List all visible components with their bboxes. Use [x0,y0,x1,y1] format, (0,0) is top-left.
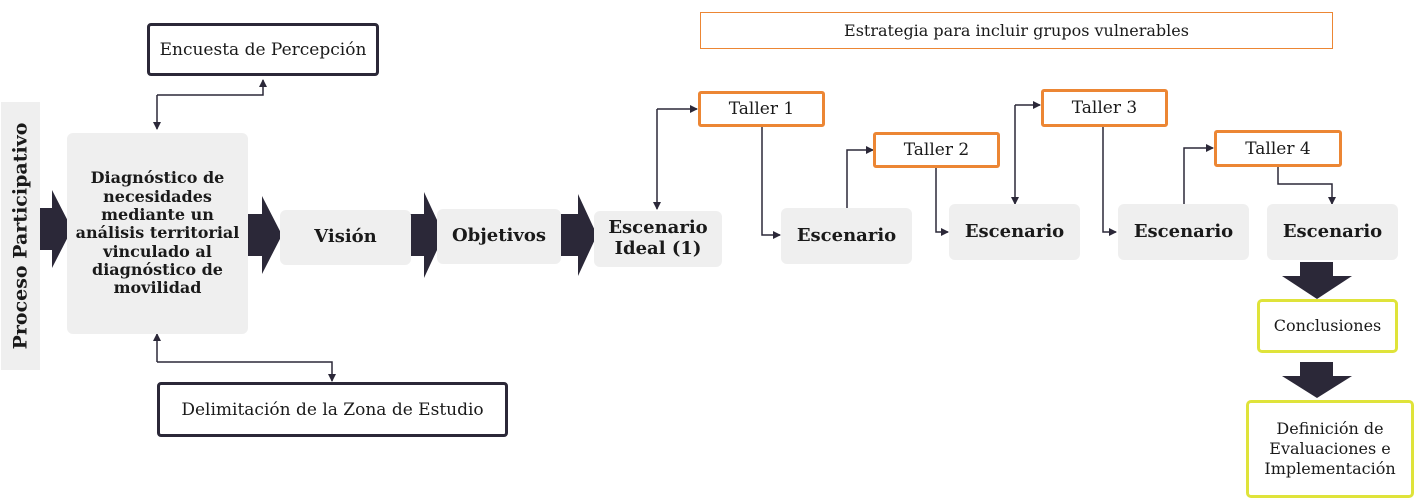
escenario-1-box: Escenario [781,208,912,264]
escenario-ideal-label: Escenario Ideal (1) [608,217,708,259]
link-esc1-t2 [846,146,874,208]
encuesta-box: Encuesta de Percepción [147,23,379,76]
delimitacion-box: Delimitación de la Zona de Estudio [157,382,508,437]
vision-box: Visión [280,210,411,265]
big-arrow-4 [560,194,597,276]
taller-1-label: Taller 1 [728,99,795,119]
diagnostico-label: Diagnóstico de necesidades mediante un a… [75,168,240,298]
big-arrow-down-2 [1282,362,1352,398]
escenario-3-label: Escenario [1133,220,1234,242]
conclusiones-box: Conclusiones [1257,299,1398,353]
taller-3-label: Taller 3 [1071,98,1138,118]
taller-4-box: Taller 4 [1214,130,1342,167]
escenario-2-box: Escenario [949,204,1080,260]
delimitacion-label: Delimitación de la Zona de Estudio [181,399,484,420]
escenario-3-box: Escenario [1118,204,1249,260]
link-diag-delim [157,361,336,382]
conclusiones-label: Conclusiones [1273,316,1382,335]
definicion-label: Definición de Evaluaciones e Implementac… [1264,419,1396,478]
escenario-4-box: Escenario [1267,204,1398,260]
side-label-panel: Proceso Participativo [1,102,40,370]
big-arrow-down-1 [1282,262,1352,299]
link-t2-esc2 [935,168,949,236]
taller-3-box: Taller 3 [1041,89,1168,127]
taller-1-box: Taller 1 [698,91,825,127]
encuesta-label: Encuesta de Percepción [159,39,367,60]
estrategia-label: Estrategia para incluir grupos vulnerabl… [844,21,1189,40]
escenario-1-label: Escenario [796,224,897,246]
taller-2-box: Taller 2 [873,132,1000,168]
diagnostico-box: Diagnóstico de necesidades mediante un a… [67,133,248,334]
estrategia-box: Estrategia para incluir grupos vulnerabl… [700,12,1333,49]
definicion-box: Definición de Evaluaciones e Implementac… [1246,400,1414,498]
vision-label: Visión [314,226,377,248]
link-esc3-t4 [1183,144,1214,204]
escenario-4-label: Escenario [1282,220,1383,242]
side-label: Proceso Participativo [9,122,32,350]
link-diag-encuesta [157,79,267,96]
link-t1-esc1 [761,127,781,239]
objetivos-label: Objetivos [452,225,546,247]
objetivos-box: Objetivos [437,209,561,264]
escenario-2-label: Escenario [964,220,1065,242]
taller-4-label: Taller 4 [1245,138,1311,159]
big-arrow-2 [244,196,282,274]
taller-2-label: Taller 2 [903,140,970,160]
escenario-ideal-box: Escenario Ideal (1) [594,211,722,267]
link-t4-esc4 [1277,167,1336,205]
link-t3-esc3 [1102,127,1117,236]
